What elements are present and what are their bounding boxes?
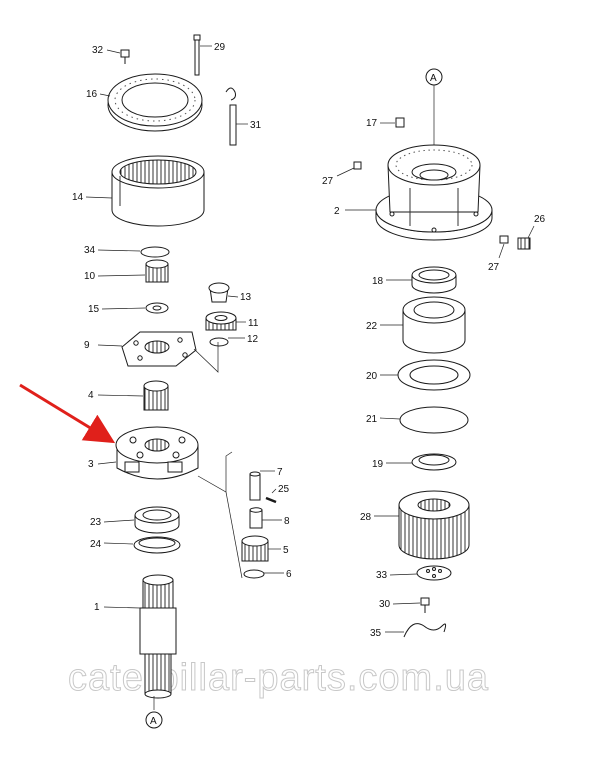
part-22-bearing [402, 296, 466, 354]
callout-30: 30 [379, 599, 391, 610]
reference-marker-bottom [145, 711, 163, 729]
callout-9: 9 [84, 340, 90, 351]
callout-1: 1 [94, 602, 100, 613]
part-16-ring-flange [107, 73, 203, 132]
callout-10: 10 [84, 271, 96, 282]
part-30-bolt [420, 597, 430, 613]
callout-34: 34 [84, 245, 96, 256]
callout-5: 5 [283, 545, 289, 556]
part-11-gear [205, 311, 237, 331]
callout-28: 28 [360, 512, 372, 523]
callout-32: 32 [92, 45, 104, 56]
callout-26: 26 [534, 214, 546, 225]
part-31-sensor [225, 87, 237, 146]
part-21-o-ring [399, 406, 469, 434]
callout-24: 24 [90, 539, 102, 550]
callout-29: 29 [214, 42, 226, 53]
callout-2: 2 [334, 206, 340, 217]
callout-13: 13 [240, 292, 252, 303]
part-29-pin [193, 34, 201, 76]
part-8-bushing [249, 507, 263, 529]
part-4-sun-gear [143, 380, 169, 411]
part-12-washer [209, 337, 229, 347]
part-17-plug [395, 117, 405, 128]
part-23-bearing [134, 506, 180, 534]
part-26-fitting [517, 237, 531, 250]
part-27-plug-b [499, 235, 509, 244]
callout-3: 3 [88, 459, 94, 470]
part-1-pinion-shaft [139, 574, 177, 699]
callout-16: 16 [86, 89, 98, 100]
callout-8: 8 [284, 516, 290, 527]
callout-33: 33 [376, 570, 388, 581]
part-24-ring [133, 536, 181, 554]
reference-marker-bottom-label: A [150, 716, 157, 727]
callout-22: 22 [366, 321, 378, 332]
callout-6: 6 [286, 569, 292, 580]
part-33-cover-plate [416, 565, 452, 581]
callout-19: 19 [372, 459, 384, 470]
highlight-arrow [19, 383, 116, 444]
part-13-spacer [208, 282, 230, 303]
callout-12: 12 [247, 334, 259, 345]
callout-35: 35 [370, 628, 382, 639]
reference-marker-top-label: A [430, 73, 437, 84]
part-15-washer [145, 302, 169, 314]
part-28-pinion [398, 490, 470, 560]
part-5-planet-gear [241, 535, 269, 562]
watermark-text: caterpillar-parts.com.ua [68, 657, 489, 699]
callout-17: 17 [366, 118, 378, 129]
part-35-lock-wire [403, 623, 447, 638]
part-25-roll-pin [265, 496, 277, 504]
callout-23: 23 [90, 517, 102, 528]
callout-20: 20 [366, 371, 378, 382]
callout-27-a: 27 [322, 176, 334, 187]
callout-25: 25 [278, 484, 290, 495]
callout-18: 18 [372, 276, 384, 287]
part-18-seal [411, 266, 457, 294]
callout-11: 11 [248, 318, 259, 329]
callout-27-b: 27 [488, 262, 500, 273]
callout-7: 7 [277, 467, 283, 478]
part-32-bolt [120, 49, 130, 64]
callout-4: 4 [88, 390, 94, 401]
part-10-bearing [145, 259, 169, 283]
callout-31: 31 [250, 120, 262, 131]
part-6-washer [243, 569, 265, 579]
part-9-carrier-plate [121, 331, 197, 367]
callout-15: 15 [88, 304, 100, 315]
part-27-plug-a [353, 161, 362, 170]
part-3-planet-carrier [115, 426, 199, 480]
part-34-snap-ring [140, 246, 170, 258]
part-2-housing [375, 144, 493, 241]
callout-21: 21 [366, 414, 378, 425]
part-19-seal [411, 453, 457, 471]
callout-14: 14 [72, 192, 84, 203]
part-7-pin [249, 471, 261, 501]
part-14-ring-gear [111, 155, 205, 227]
part-20-thrust-plate [397, 359, 471, 391]
